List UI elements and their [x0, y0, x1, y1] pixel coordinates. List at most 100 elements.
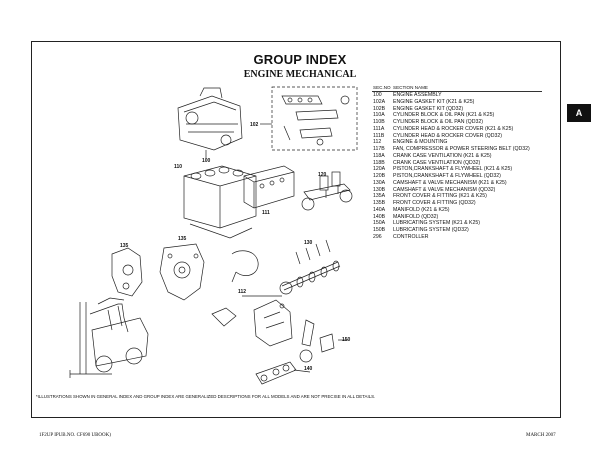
callout-135-a: 135 — [120, 243, 129, 249]
callout-100: 100 — [202, 158, 211, 164]
index-row[interactable]: 130B CAMSHAFT & VALVE MECHANISM (QD32) — [373, 187, 530, 194]
index-row[interactable]: 150B LUBRICATING SYSTEM (QD32) — [373, 227, 530, 234]
section-number: 120B — [373, 173, 386, 179]
section-index-list: 100 ENGINE ASSEMBLY 102A ENGINE GASKET KIT … — [373, 92, 530, 241]
piston-crankshaft-illustration — [301, 171, 353, 211]
index-header: SEC.NO SECTION NAME — [373, 85, 428, 90]
section-number: 120A — [373, 166, 386, 173]
camshaft-illustration — [279, 239, 341, 295]
callout-140: 140 — [304, 366, 313, 372]
section-number: 118B — [373, 159, 385, 166]
engine-assembly-illustration — [177, 87, 243, 158]
callout-112: 112 — [238, 289, 246, 295]
section-name: LUBRICATING SYSTEM (QD32) — [393, 227, 469, 233]
section-number: 117B — [373, 146, 385, 152]
section-name: MANIFOLD (QD32) — [393, 213, 439, 220]
index-row[interactable]: 100 ENGINE ASSEMBLY — [373, 92, 530, 99]
section-number: 112 — [373, 139, 382, 146]
callout-111: 111 — [262, 210, 270, 216]
callout-110: 110 — [174, 164, 182, 170]
section-number: 130A — [373, 179, 386, 186]
section-number: 102B — [373, 105, 386, 112]
index-row[interactable]: 120B PISTON,CRANKSHAFT & FLYWHEEL (QD32) — [373, 173, 530, 180]
index-row[interactable]: 111B CYLINDER HEAD & ROCKER COVER (QD32) — [373, 133, 530, 140]
callout-130: 130 — [304, 240, 313, 246]
index-row[interactable]: 102B ENGINE GASKET KIT (QD32) — [373, 106, 530, 113]
index-row[interactable]: 150A LUBRICATING SYSTEM (K21 & K25) — [373, 220, 530, 227]
callout-102: 102 — [250, 122, 259, 128]
section-number: 130B — [373, 186, 386, 193]
section-number: 102A — [373, 98, 386, 105]
manifold-illustration — [255, 361, 311, 385]
index-row[interactable]: 110A CYLINDER BLOCK & OIL PAN (K21 & K25) — [373, 112, 530, 119]
section-name: CYLINDER HEAD & ROCKER COVER (K21 & K25) — [393, 125, 514, 132]
callout-150: 150 — [342, 337, 351, 343]
callout-135-b: 135 — [178, 236, 187, 242]
section-number: 111B — [373, 132, 385, 139]
cylinder-block-illustration — [183, 165, 257, 239]
section-name: CONTROLLER — [393, 233, 429, 240]
illustration-footnote: *ILLUSTRATIONS SHOWN IN GENERAL INDEX AN… — [36, 394, 376, 399]
section-name: FAN, COMPRESSOR & POWER STEERING BELT (Q… — [393, 146, 530, 152]
index-row[interactable]: 140B MANIFOLD (QD32) — [373, 214, 530, 221]
gasket-kit-illustration — [260, 86, 358, 151]
lubrication-illustration — [299, 319, 348, 363]
section-number: 111A — [373, 125, 385, 132]
section-number: 118A — [373, 152, 385, 159]
publication-date: MARCH 2007 — [526, 433, 556, 438]
publication-number: 1F2UP IPUB.NO. CF690 UBOOK) — [39, 433, 111, 438]
index-row[interactable]: 135A FRONT COVER & FITTING (K21 & K25) — [373, 193, 530, 200]
index-row[interactable]: 130A CAMSHAFT & VALVE MECHANISM (K21 & K2… — [373, 180, 530, 187]
section-name: ENGINE GASKET KIT (QD32) — [393, 105, 464, 112]
index-row[interactable]: 111A CYLINDER HEAD & ROCKER COVER (K21 & … — [373, 126, 530, 133]
page-frame — [31, 41, 561, 418]
cylinder-head-illustration — [243, 165, 295, 209]
section-number: 110A — [373, 112, 385, 119]
section-number: 100 — [373, 92, 382, 98]
index-row[interactable]: 117B FAN, COMPRESSOR & POWER STEERING BEL… — [373, 146, 530, 153]
section-name: ENGINE GASKET KIT (K21 & K25) — [393, 98, 475, 105]
forklift-illustration — [69, 297, 149, 378]
section-tab[interactable]: A — [567, 104, 591, 122]
timing-cover-illustration — [159, 243, 205, 301]
section-name: CYLINDER HEAD & ROCKER COVER (QD32) — [393, 132, 502, 139]
page-title: GROUP INDEX — [253, 52, 347, 67]
section-number: 150B — [373, 227, 386, 233]
index-row[interactable]: 296 CONTROLLER — [373, 234, 530, 241]
section-name: ENGINE ASSEMBLY — [393, 92, 442, 98]
section-name: CAMSHAFT & VALVE MECHANISM (K21 & K25) — [393, 179, 507, 186]
section-number: 296 — [373, 233, 382, 240]
index-row[interactable]: 140A MANIFOLD (K21 & K25) — [373, 207, 530, 214]
engine-mounting-illustration — [211, 295, 293, 347]
section-name: PISTON,CRANKSHAFT & FLYWHEEL (K21 & K25) — [393, 166, 513, 173]
index-row[interactable]: 120A PISTON,CRANKSHAFT & FLYWHEEL (K21 & … — [373, 166, 530, 173]
section-number: 150A — [373, 220, 386, 227]
section-name: CYLINDER BLOCK & OIL PAN (QD32) — [393, 119, 483, 125]
section-number: 140B — [373, 213, 386, 220]
pipe-illustration — [231, 250, 259, 283]
section-number: 110B — [373, 119, 385, 125]
section-name: MANIFOLD (K21 & K25) — [393, 206, 450, 213]
section-name: CRANK CASE VENTILATION (QD32) — [393, 159, 481, 166]
section-name: CYLINDER BLOCK & OIL PAN (K21 & K25) — [393, 112, 495, 119]
section-number: 135B — [373, 200, 386, 206]
section-name: LUBRICATING SYSTEM (K21 & K25) — [393, 220, 480, 227]
page-subtitle: ENGINE MECHANICAL — [243, 69, 357, 80]
front-cover-illustration — [111, 247, 143, 297]
section-name: PISTON,CRANKSHAFT & FLYWHEEL (QD32) — [393, 173, 501, 179]
section-number: 135A — [373, 193, 386, 200]
index-row[interactable]: 110B CYLINDER BLOCK & OIL PAN (QD32) — [373, 119, 530, 126]
index-col-name: SECTION NAME — [393, 85, 428, 90]
section-name: FRONT COVER & FITTING (K21 & K25) — [393, 193, 487, 200]
section-number: 140A — [373, 206, 386, 213]
callout-120: 120 — [318, 172, 327, 178]
index-row[interactable]: 118B CRANK CASE VENTILATION (QD32) — [373, 160, 530, 167]
index-row[interactable]: 102A ENGINE GASKET KIT (K21 & K25) — [373, 99, 530, 106]
section-name: CAMSHAFT & VALVE MECHANISM (QD32) — [393, 186, 496, 193]
section-name: FRONT COVER & FITTING (QD32) — [393, 200, 476, 206]
index-row[interactable]: 135B FRONT COVER & FITTING (QD32) — [373, 200, 530, 207]
index-col-no: SEC.NO — [373, 85, 391, 90]
